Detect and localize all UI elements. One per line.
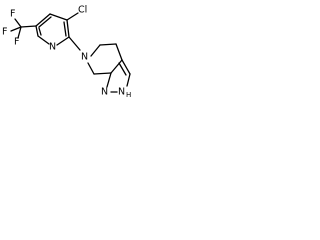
bond-c2-npip (68, 36, 81, 51)
bond-c3-n2 (126, 73, 131, 87)
bond-npip-ch2a (90, 44, 101, 57)
atom-f1: F (10, 9, 15, 20)
bond-c3-c3-inner (118, 62, 127, 76)
bond-ch2a-ch2b (99, 43, 117, 46)
atom-pyridine-n: N (49, 42, 56, 53)
bond-ch2b-c3a (115, 43, 123, 61)
bond-py-c6-c5 (35, 25, 39, 37)
molecule-structure: F F F Cl N N N N H (2, 5, 131, 100)
bond-c3a-c3 (121, 59, 131, 75)
bond-py-c2-n (56, 36, 70, 46)
bond-n1-c7a (106, 72, 112, 88)
atom-pyrazole-n1: N (101, 87, 108, 98)
atom-f3: F (14, 37, 19, 48)
bond-c3-cl (66, 12, 79, 21)
bond-py-c3-c2 (66, 19, 70, 38)
bond-ch2c-npip (87, 62, 95, 75)
bond-py-c4-c3 (49, 13, 68, 21)
bond-c3a-c7a (110, 59, 123, 74)
bond-cf3-f3 (17, 26, 22, 39)
bond-py-c4-c4-inner (38, 16, 52, 28)
bond-cf3-f2 (10, 26, 22, 32)
bond-py-c6-c5-inner (38, 27, 42, 36)
bond-cf3-ring (20, 25, 37, 28)
bond-cf3-f1 (14, 18, 22, 28)
bond-py-c3-c2-inner (63, 21, 67, 37)
bond-py-n-c6 (37, 35, 50, 45)
atom-pyrazole-n2: N (118, 87, 125, 98)
atom-f2: F (2, 27, 7, 38)
bond-c7a-ch2c (93, 72, 112, 75)
atom-cl: Cl (78, 5, 87, 16)
atom-pyrazole-h: H (126, 91, 131, 99)
bond-py-c5-c4 (35, 13, 51, 27)
atom-piperidine-n: N (81, 52, 88, 63)
